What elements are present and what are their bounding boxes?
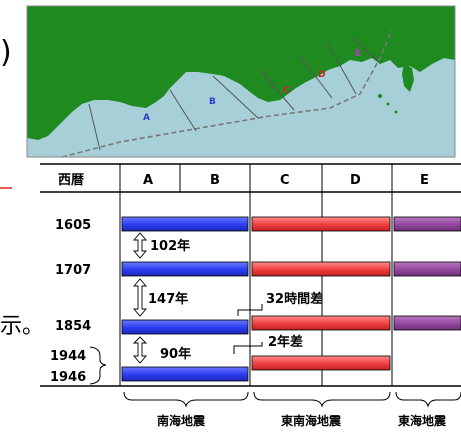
year-1944: 1944: [50, 349, 86, 364]
map-land: [27, 6, 455, 140]
map-zone-boundary: [299, 55, 333, 99]
map-border: [26, 5, 456, 158]
map-islet: [438, 36, 442, 40]
map-zone-boundary: [327, 43, 357, 95]
header-zone-D: D: [350, 173, 361, 188]
interval-arrow-2: [133, 278, 147, 317]
map-zone-boundary: [259, 69, 295, 111]
map-zone-label-A: A: [143, 113, 150, 123]
map-islet: [378, 94, 382, 98]
bar-tonankai-1854: [251, 315, 391, 331]
year-group-brace: [89, 346, 107, 385]
year-1946: 1946: [50, 370, 86, 385]
footer-label-tonankai: 東南海地震: [281, 413, 342, 428]
annotation-2y: 2年差: [268, 334, 303, 350]
bar-tonankai-1605: [251, 216, 391, 232]
footer-bracket-tokai: [395, 391, 461, 408]
header-zone-C: C: [280, 173, 290, 188]
year-1854: 1854: [55, 319, 91, 334]
timeline-table: 西暦 A B C D E 1605 1707 1854 1944 1946: [40, 163, 461, 428]
footer-label-nankai: 南海地震: [157, 413, 206, 428]
bar-nankai-1946: [121, 366, 249, 382]
interval-arrow-3: [132, 336, 148, 364]
year-1605: 1605: [55, 218, 91, 233]
map-zone-label-C: C: [283, 86, 290, 96]
footer-bracket-nankai: [123, 391, 249, 408]
bar-tokai-1854: [393, 315, 461, 331]
header-zone-E: E: [420, 173, 429, 188]
map-land-shikoku: [144, 50, 232, 80]
header-zone-A: A: [143, 173, 153, 188]
bar-nankai-1605: [121, 216, 249, 232]
interval-label-90: 90年: [160, 346, 191, 362]
bar-tokai-1605: [393, 216, 461, 232]
interval-label-147: 147年: [148, 291, 188, 307]
map-zone-boundary: [212, 75, 259, 119]
annotation-32h: 32時間差: [266, 291, 323, 307]
footer-bracket-tonankai: [253, 391, 391, 408]
bar-tokai-1707: [393, 261, 461, 277]
annotation-32h-leader: [237, 304, 263, 316]
map-zone-boundary: [169, 89, 197, 132]
bar-nankai-1854: [121, 319, 249, 335]
map-zone-label-D: D: [318, 70, 325, 80]
bar-tonankai-1944: [251, 355, 391, 371]
header-zone-B: B: [210, 173, 220, 188]
map: A B C D E: [26, 5, 456, 158]
interval-label-102: 102年: [150, 238, 190, 254]
map-islet: [386, 102, 390, 106]
background-bracket-text: ): [0, 35, 12, 70]
background-shi-text: 示。: [0, 314, 44, 339]
bar-nankai-1707: [121, 261, 249, 277]
year-1707: 1707: [55, 263, 91, 278]
annotation-2y-leader: [233, 342, 263, 354]
map-islet: [394, 110, 398, 114]
interval-arrow-1: [133, 232, 147, 259]
map-trough-line: [61, 29, 393, 158]
footer-label-tokai: 東海地震: [398, 413, 447, 428]
map-zone-label-B: B: [209, 97, 216, 107]
map-land-izu: [402, 64, 414, 92]
map-land-kii: [262, 40, 300, 72]
header-year-label: 西暦: [58, 173, 84, 188]
map-zone-boundary: [88, 103, 101, 151]
map-zone-label-E: E: [355, 49, 361, 59]
bar-tonankai-1707: [251, 261, 391, 277]
map-zone-boundary: [351, 37, 377, 61]
